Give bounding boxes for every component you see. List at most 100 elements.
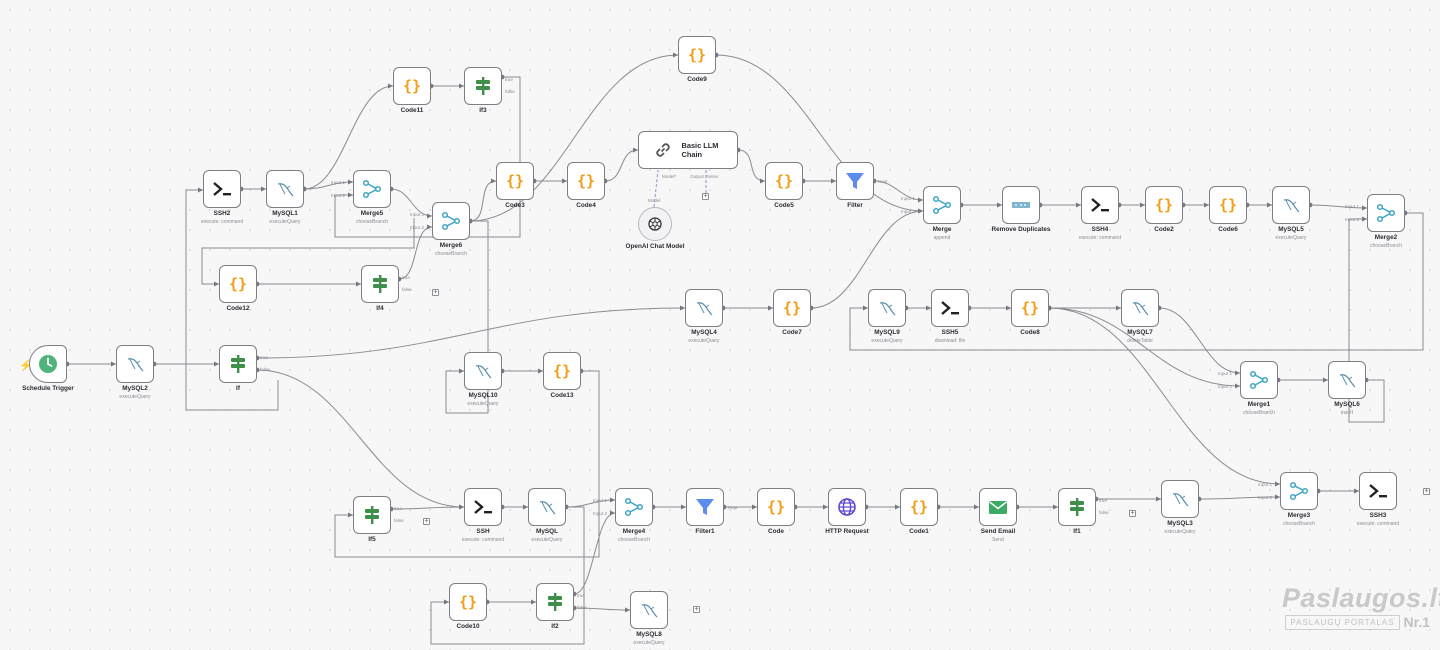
mysql-dolphin-icon	[1280, 194, 1302, 216]
watermark-subtitle: PASLAUGŲ PORTALAS	[1285, 614, 1400, 630]
node-subtitle: executeQuery	[633, 640, 665, 646]
node-subtitle: append	[933, 235, 951, 241]
node-removedup[interactable]: Remove Duplicates	[992, 186, 1050, 233]
node-code6[interactable]: {}Code6	[1209, 186, 1247, 233]
signpost-icon	[369, 273, 391, 295]
node-code9[interactable]: {}Code9	[678, 36, 716, 83]
node-label: SSH4	[1091, 226, 1109, 233]
mysql-dolphin-icon	[274, 178, 296, 200]
node-schedule[interactable]: Schedule Trigger	[22, 345, 74, 392]
terminal-icon	[1089, 194, 1111, 216]
code-braces-icon: {}	[773, 170, 795, 192]
port-label: true	[402, 275, 410, 280]
terminal-icon	[472, 496, 494, 518]
node-code10[interactable]: {}Code10	[449, 583, 487, 630]
port-label: Input 2	[901, 209, 916, 214]
node-mysql8[interactable]: MySQL8 executeQuery	[630, 591, 668, 646]
add-node-button[interactable]: +	[1129, 510, 1136, 517]
node-label: Merge6	[439, 242, 463, 249]
node-code13[interactable]: {}Code13	[543, 352, 581, 399]
node-code8[interactable]: {} Code8	[1011, 289, 1049, 336]
add-node-button[interactable]: +	[693, 606, 700, 613]
node-label: MySQL	[535, 528, 559, 535]
node-label: Code8	[1020, 329, 1040, 336]
mysql-dolphin-icon	[472, 360, 494, 382]
node-code[interactable]: {}Code	[757, 488, 795, 535]
svg-text:{}: {}	[1021, 299, 1039, 317]
node-subtitle: execute: command	[1356, 521, 1400, 527]
code-braces-icon: {}	[1019, 297, 1041, 319]
node-if4[interactable]: If4	[361, 265, 399, 312]
node-if1[interactable]: If1	[1058, 488, 1096, 535]
port-label: false	[260, 367, 270, 372]
port-label: Kept	[728, 505, 738, 510]
node-label: Code13	[550, 392, 574, 399]
node-http[interactable]: HTTP Request	[825, 488, 869, 535]
node-subtitle: chooseBranch	[1243, 410, 1275, 416]
add-node-button[interactable]: +	[423, 518, 430, 525]
svg-text:{}: {}	[775, 172, 793, 190]
node-filter1[interactable]: Filter1	[686, 488, 724, 535]
code-braces-icon: {}	[686, 44, 708, 66]
node-label: Code10	[456, 623, 480, 630]
node-subtitle: executeQuery	[1275, 235, 1307, 241]
signpost-icon	[361, 504, 383, 526]
node-label: Send Email	[980, 528, 1016, 535]
node-code5[interactable]: {}Code5	[765, 162, 803, 209]
add-node-button[interactable]: +	[1423, 488, 1430, 495]
node-filter[interactable]: Filter	[836, 162, 874, 209]
node-if5[interactable]: If5	[353, 496, 391, 543]
node-code12[interactable]: {}Code12	[219, 265, 257, 312]
node-code4[interactable]: {}Code4	[567, 162, 605, 209]
node-code7[interactable]: {}Code7	[773, 289, 811, 336]
node-label: Code3	[505, 202, 525, 209]
node-mysql5[interactable]: MySQL5 executeQuery	[1272, 186, 1310, 241]
node-merge[interactable]: Merge append	[923, 186, 961, 241]
node-llm[interactable]: Basic LLM Chain	[638, 131, 738, 169]
node-code3[interactable]: {}Code3	[496, 162, 534, 209]
node-code1[interactable]: {}Code1	[900, 488, 938, 535]
node-label: MySQL5	[1278, 226, 1304, 233]
add-node-button[interactable]: +	[702, 193, 709, 200]
node-label: Remove Duplicates	[991, 226, 1051, 233]
port-label: Input 2	[1345, 217, 1360, 222]
node-label: Merge	[932, 226, 952, 233]
node-code2[interactable]: {}Code2	[1145, 186, 1183, 233]
code-braces-icon: {}	[908, 496, 930, 518]
node-if3[interactable]: If3	[464, 67, 502, 114]
port-label: Input 1	[410, 212, 425, 217]
node-label: HTTP Request	[825, 528, 869, 535]
add-node-button[interactable]: +	[432, 289, 439, 296]
node-code11[interactable]: {}Code11	[393, 67, 431, 114]
port-label: false	[577, 605, 587, 610]
node-if2[interactable]: If2	[536, 583, 574, 630]
node-openai[interactable]: OpenAI Chat Model	[626, 207, 684, 250]
merge-icon	[623, 496, 645, 518]
node-label: MySQL8	[636, 631, 662, 638]
node-label: MySQL10	[468, 392, 498, 399]
node-if[interactable]: If	[219, 345, 257, 392]
port-label: Input 1	[331, 180, 346, 185]
